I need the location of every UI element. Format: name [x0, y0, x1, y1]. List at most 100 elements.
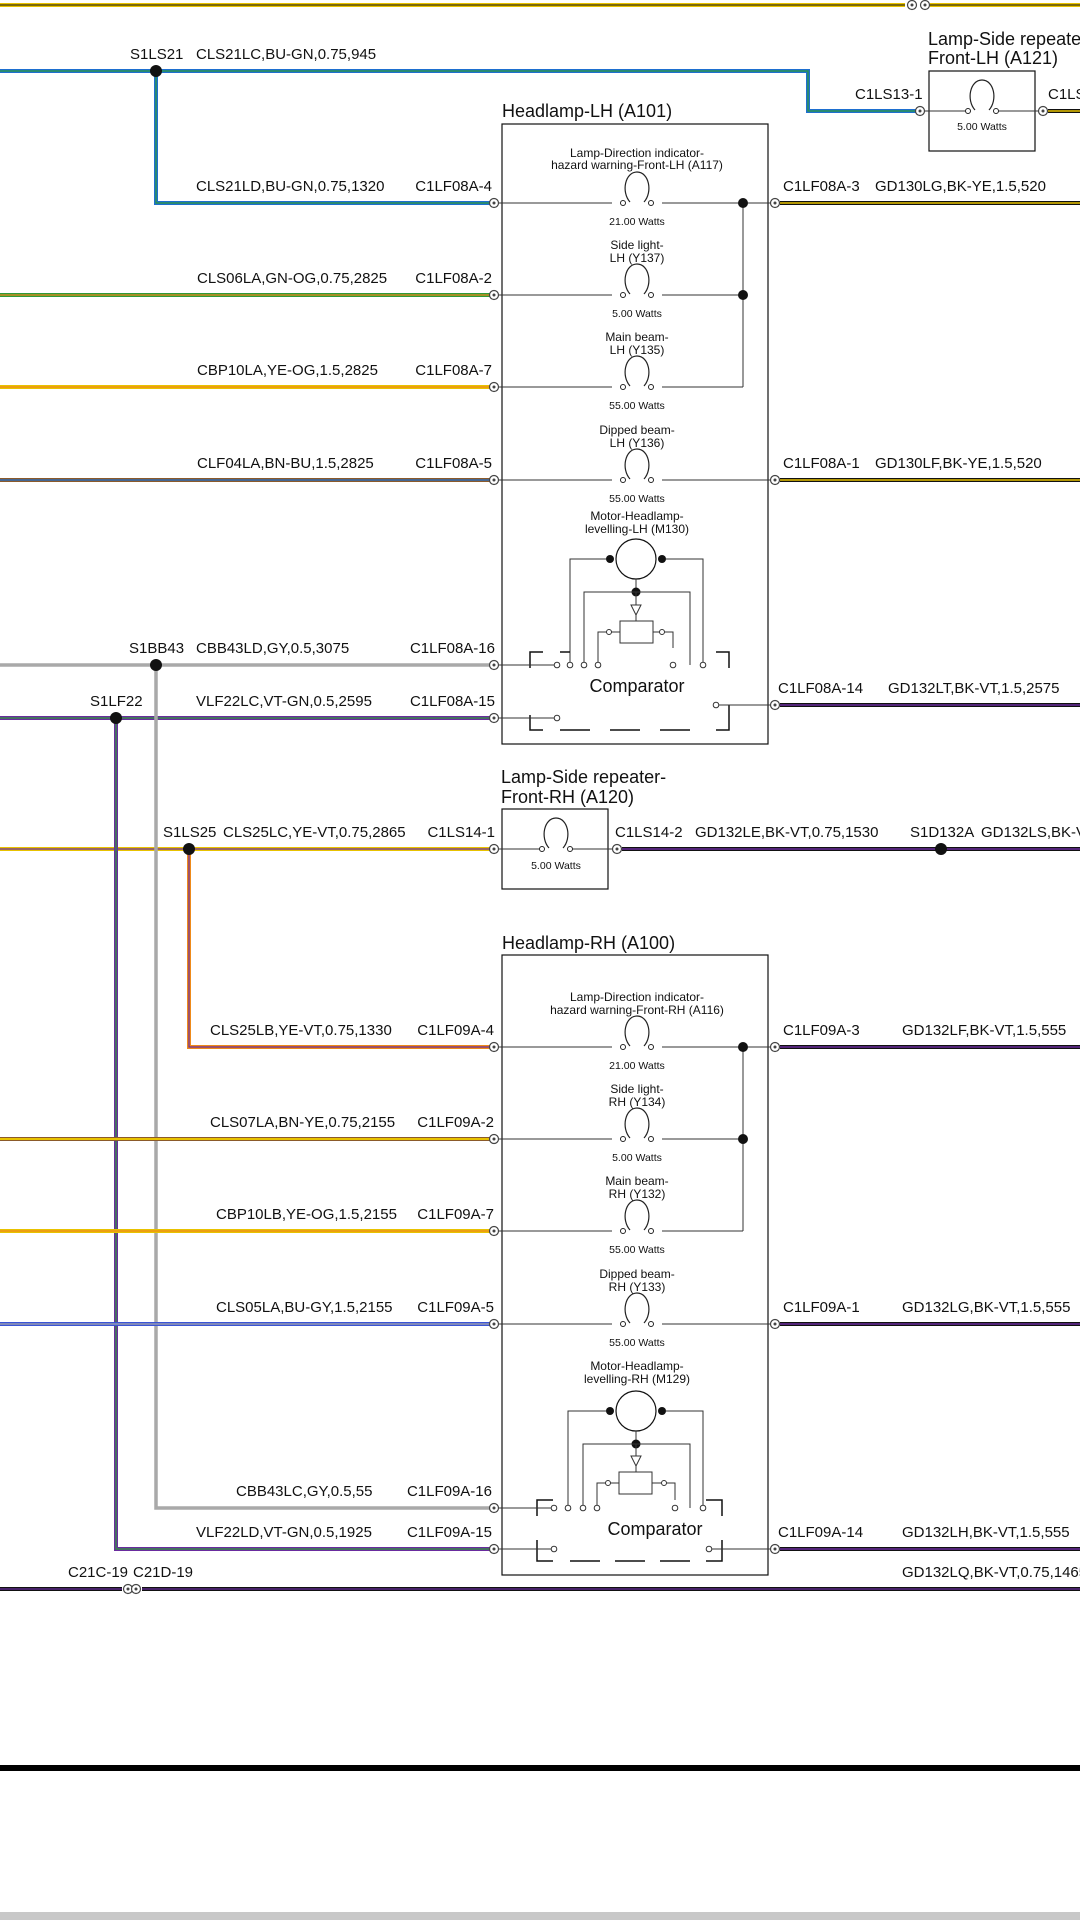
headlamp-lh [494, 123, 772, 745]
splice-label-s1d132a: S1D132A [910, 824, 974, 841]
splice-s1lf22 [110, 712, 122, 724]
conn-label-lh3: C1LF08A-3 [783, 178, 860, 195]
lh-dir-label-2: hazard warning-Front-LH (A117) [551, 158, 723, 172]
lh-motor-label-1: Motor-Headlamp- [590, 509, 683, 523]
wire-label-gd130lf: GD130LF,BK-YE,1.5,520 [875, 455, 1042, 472]
wire-label-gd132lg: GD132LG,BK-VT,1.5,555 [902, 1299, 1070, 1316]
conn-label-rh2: C1LF09A-2 [417, 1114, 494, 1131]
lh-side-label-2: LH (Y137) [610, 251, 665, 265]
lh-main-label-2: LH (Y135) [610, 343, 665, 357]
wire-top-partial [0, 0, 1080, 11]
splice-label-s1ls25: S1LS25 [163, 824, 216, 841]
wire-label-cls21lc: CLS21LC,BU-GN,0.75,945 [196, 46, 376, 63]
rh-comparator-label: Comparator [607, 1519, 702, 1539]
splice-s1ls25 [183, 843, 195, 855]
conn-label-c1ls-cut: C1LS [1048, 86, 1080, 103]
conn-label-rh14: C1LF09A-14 [778, 1524, 863, 1541]
rh-dir-label-1: Lamp-Direction indicator- [570, 990, 704, 1004]
lh-dip-watts: 55.00 Watts [609, 493, 665, 505]
rh-side-label-2: RH (Y134) [609, 1095, 666, 1109]
wire-label-vlf22ld: VLF22LD,VT-GN,0.5,1925 [196, 1524, 372, 1541]
rh-side-watts: 5.00 Watts [612, 1152, 662, 1164]
wire-label-gd132lh: GD132LH,BK-VT,1.5,555 [902, 1524, 1070, 1541]
conn-label-rh15: C1LF09A-15 [407, 1524, 492, 1541]
conn-label-lh4: C1LF08A-4 [415, 178, 492, 195]
wire-label-gd132le: GD132LE,BK-VT,0.75,1530 [695, 824, 878, 841]
wire-label-cls25lb: CLS25LB,YE-VT,0.75,1330 [210, 1022, 392, 1039]
rh-dip-label-1: Dipped beam- [599, 1267, 674, 1281]
lh-motor-label-2: levelling-LH (M130) [585, 522, 689, 536]
splice-label-s1bb43: S1BB43 [129, 640, 184, 657]
lh-main-label-1: Main beam- [605, 330, 668, 344]
wire-label-gd132lt: GD132LT,BK-VT,1.5,2575 [888, 680, 1060, 697]
headlamp-lh-title: Headlamp-LH (A101) [502, 101, 672, 121]
conn-label-c21d-19: C21D-19 [133, 1564, 193, 1581]
conn-label-rh7: C1LF09A-7 [417, 1206, 494, 1223]
wire-cbb43lc [154, 665, 490, 1510]
page-footer-bar [0, 1912, 1080, 1920]
wire-label-cbp10la: CBP10LA,YE-OG,1.5,2825 [197, 362, 378, 379]
repeater-rh-watts: 5.00 Watts [531, 860, 581, 872]
lh-side-label-1: Side light- [610, 238, 663, 252]
wire-label-gd132lf: GD132LF,BK-VT,1.5,555 [902, 1022, 1066, 1039]
conn-label-lh7: C1LF08A-7 [415, 362, 492, 379]
splice-label-s1ls21: S1LS21 [130, 46, 183, 63]
splice-s1d132a [935, 843, 947, 855]
wire-label-cls07la: CLS07LA,BN-YE,0.75,2155 [210, 1114, 395, 1131]
rh-dir-watts: 21.00 Watts [609, 1060, 665, 1072]
rh-motor-label-1: Motor-Headlamp- [590, 1359, 683, 1373]
lh-comparator-label: Comparator [589, 676, 684, 696]
wire-vlf22ld [114, 718, 490, 1551]
lh-dir-watts: 21.00 Watts [609, 216, 665, 228]
wire-label-gd132lq: GD132LQ,BK-VT,0.75,1465 [902, 1564, 1080, 1581]
conn-label-lh2: C1LF08A-2 [415, 270, 492, 287]
rh-main-label-1: Main beam- [605, 1174, 668, 1188]
wire-label-cls05la: CLS05LA,BU-GY,1.5,2155 [216, 1299, 393, 1316]
rh-main-label-2: RH (Y132) [609, 1187, 666, 1201]
conn-label-lh16: C1LF08A-16 [410, 640, 495, 657]
conn-label-rh3: C1LF09A-3 [783, 1022, 860, 1039]
rh-side-label-1: Side light- [610, 1082, 663, 1096]
wire-cls25lb [187, 849, 490, 1049]
wire-cls21ld [154, 71, 490, 205]
conn-label-c1ls13-1: C1LS13-1 [855, 86, 923, 103]
wire-label-cbp10lb: CBP10LB,YE-OG,1.5,2155 [216, 1206, 397, 1223]
repeater-rh-title-1: Lamp-Side repeater- [501, 767, 666, 787]
conn-label-rh4: C1LF09A-4 [417, 1022, 494, 1039]
conn-label-rh16: C1LF09A-16 [407, 1483, 492, 1500]
repeater-rh-title-2: Front-RH (A120) [501, 787, 634, 807]
repeater-rh [488, 808, 623, 890]
repeater-lh-title-1: Lamp-Side repeater- [928, 29, 1080, 49]
conn-label-lh5: C1LF08A-5 [415, 455, 492, 472]
conn-label-lh15: C1LF08A-15 [410, 693, 495, 710]
wire-label-cbb43ld: CBB43LD,GY,0.5,3075 [196, 640, 349, 657]
lh-main-watts: 55.00 Watts [609, 400, 665, 412]
lh-side-watts: 5.00 Watts [612, 308, 662, 320]
lh-dir-label-1: Lamp-Direction indicator- [570, 146, 704, 160]
wire-label-cbb43lc: CBB43LC,GY,0.5,55 [236, 1483, 372, 1500]
headlamp-rh-title: Headlamp-RH (A100) [502, 933, 675, 953]
repeater-lh-watts: 5.00 Watts [957, 121, 1007, 133]
wire-gd132lq [0, 1583, 1080, 1595]
splice-label-s1lf22: S1LF22 [90, 693, 143, 710]
page-divider [0, 1765, 1080, 1771]
wire-label-gd130lg: GD130LG,BK-YE,1.5,520 [875, 178, 1046, 195]
splice-s1bb43 [150, 659, 162, 671]
wire-label-clf04la: CLF04LA,BN-BU,1.5,2825 [197, 455, 374, 472]
wire-label-cls21ld: CLS21LD,BU-GN,0.75,1320 [196, 178, 384, 195]
rh-dir-label-2: hazard warning-Front-RH (A116) [550, 1003, 724, 1017]
repeater-lh [914, 70, 1049, 152]
wire-label-gd132ls: GD132LS,BK-V [981, 824, 1080, 841]
wire-cls21lc [0, 69, 916, 113]
conn-label-c1ls14-1: C1LS14-1 [427, 824, 495, 841]
rh-motor-label-2: levelling-RH (M129) [584, 1372, 690, 1386]
rh-dip-label-2: RH (Y133) [609, 1280, 666, 1294]
conn-label-rh5: C1LF09A-5 [417, 1299, 494, 1316]
headlamp-rh [494, 954, 772, 1576]
conn-label-lh14: C1LF08A-14 [778, 680, 863, 697]
conn-label-c1ls14-2: C1LS14-2 [615, 824, 683, 841]
conn-label-lh1: C1LF08A-1 [783, 455, 860, 472]
conn-label-rh1: C1LF09A-1 [783, 1299, 860, 1316]
lh-dip-label-2: LH (Y136) [610, 436, 665, 450]
